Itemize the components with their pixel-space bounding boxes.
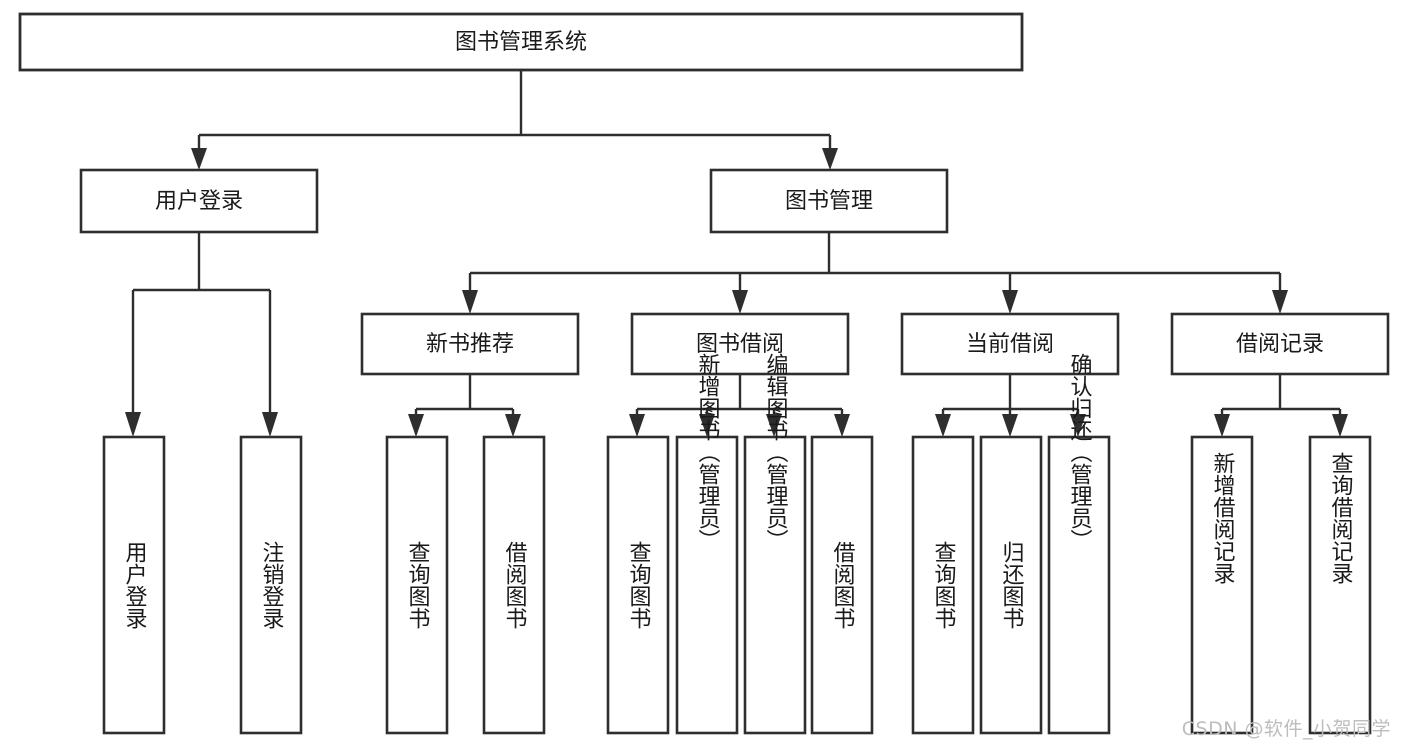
node-leaf-query-record[interactable]: 查询借阅记录	[1308, 435, 1372, 735]
node-leaf-borrow-book-2-box[interactable]	[810, 435, 874, 735]
node-leaf-confirm-return[interactable]: 确认归还（管理员）	[1047, 353, 1111, 735]
node-leaf-borrow-book-1-box[interactable]	[482, 435, 546, 735]
node-leaf-borrow-book-2[interactable]: 借阅图书	[810, 435, 874, 735]
node-user-login-label: 用户登录	[155, 189, 243, 214]
arrow-head-leaf-user-login	[125, 412, 141, 437]
arrow-head-leaf-add-record	[1214, 414, 1230, 437]
arrow-head-leaf-logout-login	[262, 412, 278, 437]
arrow-head-leaf-add-book	[699, 414, 715, 437]
node-leaf-query-book-3[interactable]: 查询图书	[911, 435, 975, 735]
node-leaf-query-book-1[interactable]: 查询图书	[385, 435, 449, 735]
arrow-head-leaf-query-book-2	[629, 414, 645, 437]
arrow-head-leaf-edit-book	[766, 414, 782, 437]
csdn-watermark: CSDN @软件_小贺同学	[1181, 718, 1391, 740]
node-leaf-query-record-label: 查询借阅记录	[1328, 452, 1354, 584]
node-book-manage-label: 图书管理	[785, 189, 873, 214]
arrow-head-leaf-query-book-1	[408, 414, 424, 437]
node-leaf-logout-login-label: 注销登录	[259, 541, 285, 629]
node-leaf-query-book-3-box[interactable]	[911, 435, 975, 735]
node-leaf-edit-book[interactable]: 编辑图书（管理员）	[743, 353, 807, 735]
node-user-login-box[interactable]	[79, 168, 319, 234]
node-leaf-add-book-box[interactable]	[675, 435, 739, 735]
arrow-head-new-book-recommend	[462, 290, 478, 314]
arrow-head-current-borrow	[1002, 290, 1018, 314]
arrow-head-book-borrow	[732, 290, 748, 314]
node-leaf-query-book-3-label: 查询图书	[931, 541, 957, 629]
node-leaf-user-login-label: 用户登录	[122, 541, 148, 629]
arrow-head-user-login	[191, 148, 207, 170]
node-borrow-record[interactable]: 借阅记录	[1170, 312, 1390, 376]
arrow-head-leaf-confirm-return	[1070, 414, 1086, 437]
node-book-manage[interactable]: 图书管理	[709, 168, 949, 234]
node-leaf-return-book-label: 归还图书	[999, 541, 1025, 629]
node-leaf-add-record-label: 新增借阅记录	[1210, 452, 1236, 584]
node-leaf-borrow-book-1[interactable]: 借阅图书	[482, 435, 546, 735]
node-book-borrow-label: 图书借阅	[696, 332, 784, 357]
node-root-box[interactable]	[18, 12, 1024, 72]
node-leaf-query-record-box[interactable]	[1308, 435, 1372, 735]
node-leaf-query-book-2[interactable]: 查询图书	[606, 435, 670, 735]
node-root-label: 图书管理系统	[455, 30, 587, 55]
node-leaf-query-book-2-box[interactable]	[606, 435, 670, 735]
node-current-borrow[interactable]: 当前借阅	[900, 312, 1120, 376]
node-user-login[interactable]: 用户登录	[79, 168, 319, 234]
node-root[interactable]: 图书管理系统	[18, 12, 1024, 72]
node-leaf-query-book-1-label: 查询图书	[405, 541, 431, 629]
arrow-head-leaf-borrow-book-1	[505, 414, 521, 437]
node-leaf-add-record-box[interactable]	[1190, 435, 1254, 735]
arrow-head-book-manage	[822, 148, 838, 170]
node-current-borrow-box[interactable]	[900, 312, 1120, 376]
arrow-head-leaf-return-book	[1002, 414, 1018, 437]
node-leaf-add-record[interactable]: 新增借阅记录	[1190, 435, 1254, 735]
node-new-book-recommend-box[interactable]	[360, 312, 580, 376]
node-leaf-edit-book-label: 编辑图书（管理员）	[763, 353, 789, 551]
node-leaf-add-book-label: 新增图书（管理员）	[695, 353, 721, 551]
arrow-head-leaf-borrow-book-2	[834, 414, 850, 437]
node-leaf-borrow-book-1-label: 借阅图书	[502, 541, 528, 629]
arrow-head-leaf-query-book-3	[935, 414, 951, 437]
node-book-borrow-box[interactable]	[630, 312, 850, 376]
node-new-book-recommend-label: 新书推荐	[426, 332, 514, 357]
node-leaf-logout-login[interactable]: 注销登录	[239, 435, 303, 735]
node-leaf-query-book-1-box[interactable]	[385, 435, 449, 735]
node-leaf-edit-book-box[interactable]	[743, 435, 807, 735]
node-borrow-record-box[interactable]	[1170, 312, 1390, 376]
node-leaf-borrow-book-2-label: 借阅图书	[830, 541, 856, 629]
node-leaf-return-book[interactable]: 归还图书	[979, 435, 1043, 735]
node-book-manage-box[interactable]	[709, 168, 949, 234]
node-leaf-logout-login-box[interactable]	[239, 435, 303, 735]
connector-layer	[125, 70, 1348, 437]
arrow-head-borrow-record	[1272, 290, 1288, 314]
node-leaf-query-book-2-label: 查询图书	[626, 541, 652, 629]
arrow-head-leaf-query-record	[1332, 414, 1348, 437]
node-current-borrow-label: 当前借阅	[966, 332, 1054, 357]
node-leaf-user-login[interactable]: 用户登录	[102, 435, 166, 735]
node-new-book-recommend[interactable]: 新书推荐	[360, 312, 580, 376]
node-leaf-add-book[interactable]: 新增图书（管理员）	[675, 353, 739, 735]
node-leaf-user-login-box[interactable]	[102, 435, 166, 735]
node-book-borrow[interactable]: 图书借阅	[630, 312, 850, 376]
node-leaf-confirm-return-box[interactable]	[1047, 435, 1111, 735]
node-leaf-return-book-box[interactable]	[979, 435, 1043, 735]
node-leaf-confirm-return-label: 确认归还（管理员）	[1067, 353, 1093, 551]
node-borrow-record-label: 借阅记录	[1236, 332, 1324, 357]
